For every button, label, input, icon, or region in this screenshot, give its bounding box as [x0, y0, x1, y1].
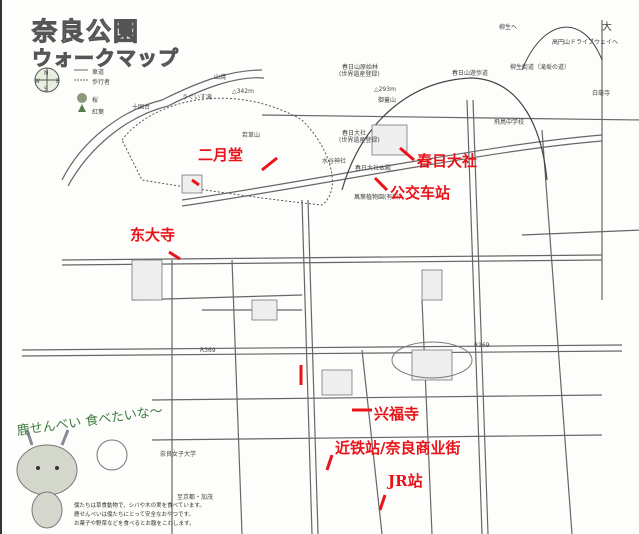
label-jikkokudai: 十国台	[132, 104, 151, 111]
annotation-kofukuji: 兴福寺	[374, 405, 420, 423]
wakakusa-outline	[121, 97, 333, 206]
arrow-jr-icon	[378, 494, 387, 511]
compass-n: N	[44, 70, 49, 77]
annotation-nigatsudo: 二月堂	[198, 146, 244, 164]
label-kasuga-honden: 春日大社本殿	[355, 165, 392, 172]
annotation-kasuga: 春日大社	[417, 152, 478, 170]
deer-note: お菓子や野菜などを食べるとお腹をこわします。	[74, 521, 195, 527]
annotation-jr: JR站	[388, 472, 423, 490]
legend-path: 歩行者	[92, 79, 111, 86]
deer-notes: 僕たちは草食動物で、シバや木の実を食べています。 鹿せんべいは僕たちにとって安全…	[74, 502, 205, 529]
label-kasuga-note: (世界遺産登録)	[339, 137, 380, 144]
label-mikasa-height: △293m	[374, 86, 396, 93]
label-genshirin: 春日山原始林	[342, 64, 379, 71]
map-subtitle: ウォークマップ	[32, 46, 179, 71]
dai-hill	[521, 26, 603, 71]
annotation-arrows	[168, 146, 415, 511]
kasuga-building	[371, 124, 408, 156]
arrow-nigatsudo-icon	[191, 178, 200, 187]
dreamway-road	[61, 69, 263, 181]
senbei-bubble-icon	[96, 439, 128, 471]
label-kasuga: 春日大社	[342, 130, 367, 137]
pond	[391, 341, 473, 379]
arrow-kasuga-icon	[399, 146, 415, 162]
arrow-todaiji-icon	[168, 250, 181, 261]
label-r169: R169	[474, 342, 490, 349]
deer-note: 鹿せんべいは僕たちにとって安全なおやつです。	[74, 512, 195, 518]
label-asuka-jhs: 飛鳥中学校	[494, 119, 525, 126]
label-r369: R369	[200, 347, 216, 354]
legend-sakura: 桜	[92, 97, 99, 104]
arrow-hill-icon	[261, 156, 278, 172]
legend-road: 車道	[92, 69, 105, 76]
annotation-bus-stop: 公交车站	[390, 184, 451, 202]
label-byakugoji: 白毫寺	[592, 90, 611, 97]
momiji-icon	[78, 104, 86, 112]
label-yagyu-kaido: 柳生街道（滝坂の道）	[510, 64, 571, 71]
deer-note: 僕たちは草食動物で、シバや木の実を食べています。	[74, 503, 205, 509]
mikasa-outline	[341, 77, 548, 191]
deer-mascot-icon	[16, 429, 78, 529]
label-wakakusa-height: △342m	[232, 88, 254, 95]
label-genshirin-note: (世界遺産登録)	[339, 71, 380, 78]
label-yamayaki: 山焼	[214, 74, 227, 81]
label-yagyu: 柳生へ	[499, 24, 518, 31]
compass-icon	[34, 67, 60, 93]
label-joshidai: 奈良女子大学	[160, 451, 197, 458]
label-dai: 大	[602, 22, 612, 33]
annotation-kintetsu: 近铁站/奈良商业街	[335, 439, 461, 457]
label-wakakusa: 若草山	[242, 132, 261, 139]
arrow-kintetsu-icon	[325, 454, 334, 471]
label-mikasa: 御蓋山	[378, 97, 397, 104]
compass-e: E	[56, 78, 60, 85]
label-manyo: 萬葉植物園(有料)	[354, 194, 401, 201]
compass-s: S	[44, 86, 48, 93]
label-kyoto: 至京都・加茂	[177, 494, 214, 501]
compass-w: W	[34, 78, 40, 85]
map-title: 奈良公園	[31, 17, 141, 47]
arrow-bus-icon	[373, 176, 389, 192]
legend-momiji: 紅葉	[92, 109, 105, 116]
label-takamado: 高円山ドライブウェイへ	[552, 39, 619, 46]
label-kasugayama-path: 春日山遊歩道	[452, 70, 489, 77]
label-mizuya: 水谷神社	[322, 158, 347, 165]
label-uguisu: うぐいす滝	[182, 94, 213, 101]
sakura-icon	[77, 93, 87, 103]
annotation-todaiji: 东大寺	[130, 226, 176, 244]
